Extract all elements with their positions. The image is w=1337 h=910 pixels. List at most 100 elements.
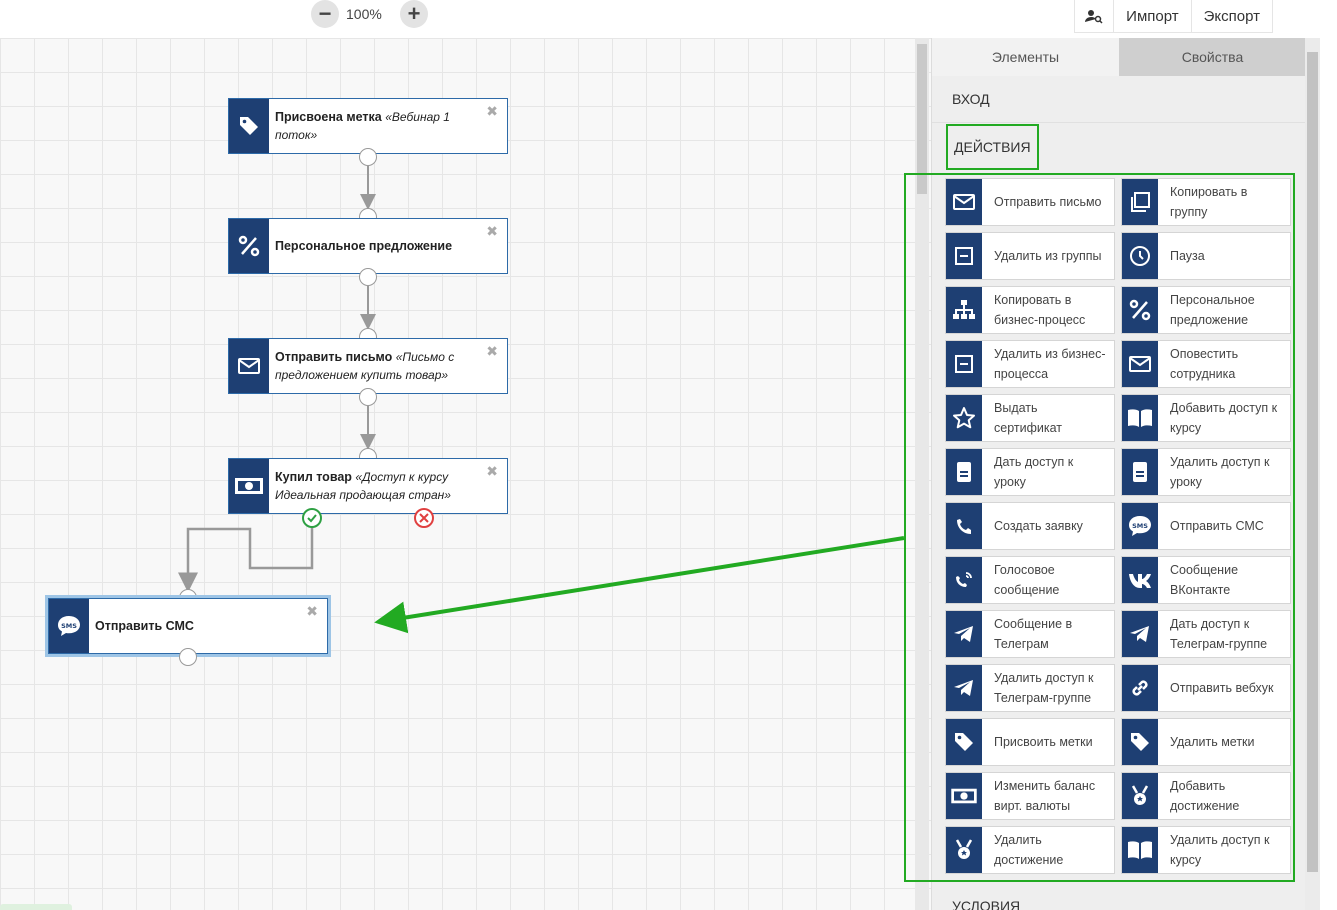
action-item[interactable]: Оповестить сотрудника xyxy=(1121,340,1291,388)
node-output-port[interactable] xyxy=(359,268,377,286)
action-item[interactable]: Добавить достижение xyxy=(1121,772,1291,820)
zoom-level: 100% xyxy=(346,6,382,22)
node-output-port[interactable] xyxy=(179,648,197,666)
action-item-label: Отправить письмо xyxy=(994,195,1102,209)
scroll-thumb[interactable] xyxy=(917,44,927,194)
zoom-in-button[interactable]: + xyxy=(400,0,428,28)
import-button[interactable]: Импорт xyxy=(1113,0,1190,32)
action-item[interactable]: Удалить из группы xyxy=(945,232,1115,280)
close-icon[interactable]: ✖ xyxy=(306,603,318,619)
node-bought-product[interactable]: Купил товар «Доступ к курсу Идеальная пр… xyxy=(228,458,508,514)
node-output-port[interactable] xyxy=(359,388,377,406)
medal-icon xyxy=(1122,773,1158,819)
node-send-email[interactable]: Отправить письмо «Письмо с предложением … xyxy=(228,338,508,394)
close-icon[interactable]: ✖ xyxy=(486,223,498,239)
action-item-label: Копировать в группу xyxy=(1170,185,1248,219)
user-search-icon xyxy=(1085,10,1103,24)
copy-icon xyxy=(1122,179,1158,225)
success-port-check-icon[interactable] xyxy=(302,508,322,528)
close-icon[interactable]: ✖ xyxy=(486,103,498,119)
bottom-toast-edge xyxy=(0,904,72,910)
action-item[interactable]: Сообщение в Телеграм xyxy=(945,610,1115,658)
percent-icon xyxy=(229,219,269,273)
book-icon xyxy=(1122,395,1158,441)
action-item[interactable]: Голосовое сообщение xyxy=(945,556,1115,604)
action-item[interactable]: Удалить доступ к уроку xyxy=(1121,448,1291,496)
panel-scrollbar[interactable] xyxy=(1305,38,1337,910)
action-item[interactable]: Добавить доступ к курсу xyxy=(1121,394,1291,442)
action-item-label: Удалить из группы xyxy=(994,249,1102,263)
node-output-port[interactable] xyxy=(359,148,377,166)
mail-icon xyxy=(1122,341,1158,387)
telegram-icon xyxy=(946,665,982,711)
section-entry[interactable]: ВХОД xyxy=(932,76,1306,123)
action-item-label: Выдать сертификат xyxy=(994,401,1062,435)
star-icon xyxy=(946,395,982,441)
action-item-label: Удалить доступ к Телеграм-группе xyxy=(994,671,1094,705)
section-actions[interactable]: ДЕЙСТВИЯ xyxy=(946,124,1039,170)
svg-text:SMS: SMS xyxy=(61,622,77,630)
node-subtitle: «Письмо с предложением купить товар» xyxy=(275,350,455,382)
action-item[interactable]: Пауза xyxy=(1121,232,1291,280)
action-item-label: Сообщение в Телеграм xyxy=(994,617,1073,651)
action-item-label: Изменить баланс вирт. валюты xyxy=(994,779,1096,813)
action-item[interactable]: Удалить достижение xyxy=(945,826,1115,874)
money-icon xyxy=(229,459,269,513)
action-item[interactable]: Дать доступ к уроку xyxy=(945,448,1115,496)
export-button[interactable]: Экспорт xyxy=(1190,0,1272,32)
action-item[interactable]: Отправить вебхук xyxy=(1121,664,1291,712)
action-item-label: Добавить достижение xyxy=(1170,779,1240,813)
node-personal-offer[interactable]: Персональное предложение ✖ xyxy=(228,218,508,274)
fail-port-cross-icon[interactable] xyxy=(414,508,434,528)
action-item[interactable]: Сообщение ВКонтакте xyxy=(1121,556,1291,604)
action-item-label: Удалить из бизнес-процесса xyxy=(994,347,1106,381)
close-icon[interactable]: ✖ xyxy=(486,463,498,479)
action-item[interactable]: Удалить из бизнес-процесса xyxy=(945,340,1115,388)
percent-icon xyxy=(1122,287,1158,333)
action-item[interactable]: Выдать сертификат xyxy=(945,394,1115,442)
user-search-button[interactable] xyxy=(1075,0,1113,32)
workflow-canvas[interactable]: Присвоена метка «Вебинар 1 поток» ✖ Перс… xyxy=(0,38,931,910)
clock-icon xyxy=(1122,233,1158,279)
section-conditions[interactable]: УСЛОВИЯ xyxy=(952,898,1021,910)
action-item[interactable]: Присвоить метки xyxy=(945,718,1115,766)
medal-icon xyxy=(946,827,982,873)
action-item[interactable]: Отправить письмо xyxy=(945,178,1115,226)
canvas-scrollbar[interactable] xyxy=(915,38,929,910)
node-title: Присвоена метка xyxy=(275,110,382,124)
action-item-label: Добавить доступ к курсу xyxy=(1170,401,1278,435)
top-bar: − 100% + Импорт Экспорт xyxy=(0,0,1305,38)
action-item[interactable]: Дать доступ к Телеграм-группе xyxy=(1121,610,1291,658)
lesson-icon xyxy=(946,449,982,495)
action-item[interactable]: Изменить баланс вирт. валюты xyxy=(945,772,1115,820)
action-item[interactable]: Создать заявку xyxy=(945,502,1115,550)
zoom-out-button[interactable]: − xyxy=(311,0,339,28)
action-item[interactable]: Копировать в группу xyxy=(1121,178,1291,226)
book-icon xyxy=(1122,827,1158,873)
telegram-icon xyxy=(946,611,982,657)
action-item[interactable]: Удалить доступ к курсу xyxy=(1121,826,1291,874)
scroll-thumb[interactable] xyxy=(1307,52,1318,872)
sms-icon: SMS xyxy=(49,599,89,653)
action-item-label: Сообщение ВКонтакте xyxy=(1170,563,1239,597)
node-title: Персональное предложение xyxy=(275,239,453,253)
sitemap-icon xyxy=(946,287,982,333)
action-item[interactable]: Удалить доступ к Телеграм-группе xyxy=(945,664,1115,712)
close-icon[interactable]: ✖ xyxy=(486,343,498,359)
tab-elements[interactable]: Элементы xyxy=(932,38,1119,76)
action-item-label: Отправить вебхук xyxy=(1170,681,1274,695)
telegram-icon xyxy=(1122,611,1158,657)
mail-icon xyxy=(229,339,269,393)
action-item[interactable]: Удалить метки xyxy=(1121,718,1291,766)
action-item[interactable]: Персональное предложение xyxy=(1121,286,1291,334)
action-item-label: Удалить доступ к уроку xyxy=(1170,455,1270,489)
action-item[interactable]: Копировать в бизнес-процесс xyxy=(945,286,1115,334)
voice-call-icon xyxy=(946,557,982,603)
tab-properties[interactable]: Свойства xyxy=(1119,38,1306,76)
tag-icon xyxy=(229,99,269,153)
node-tag-assigned[interactable]: Присвоена метка «Вебинар 1 поток» ✖ xyxy=(228,98,508,154)
action-item-label: Создать заявку xyxy=(994,519,1083,533)
node-send-sms[interactable]: SMS Отправить СМС ✖ xyxy=(48,598,328,654)
